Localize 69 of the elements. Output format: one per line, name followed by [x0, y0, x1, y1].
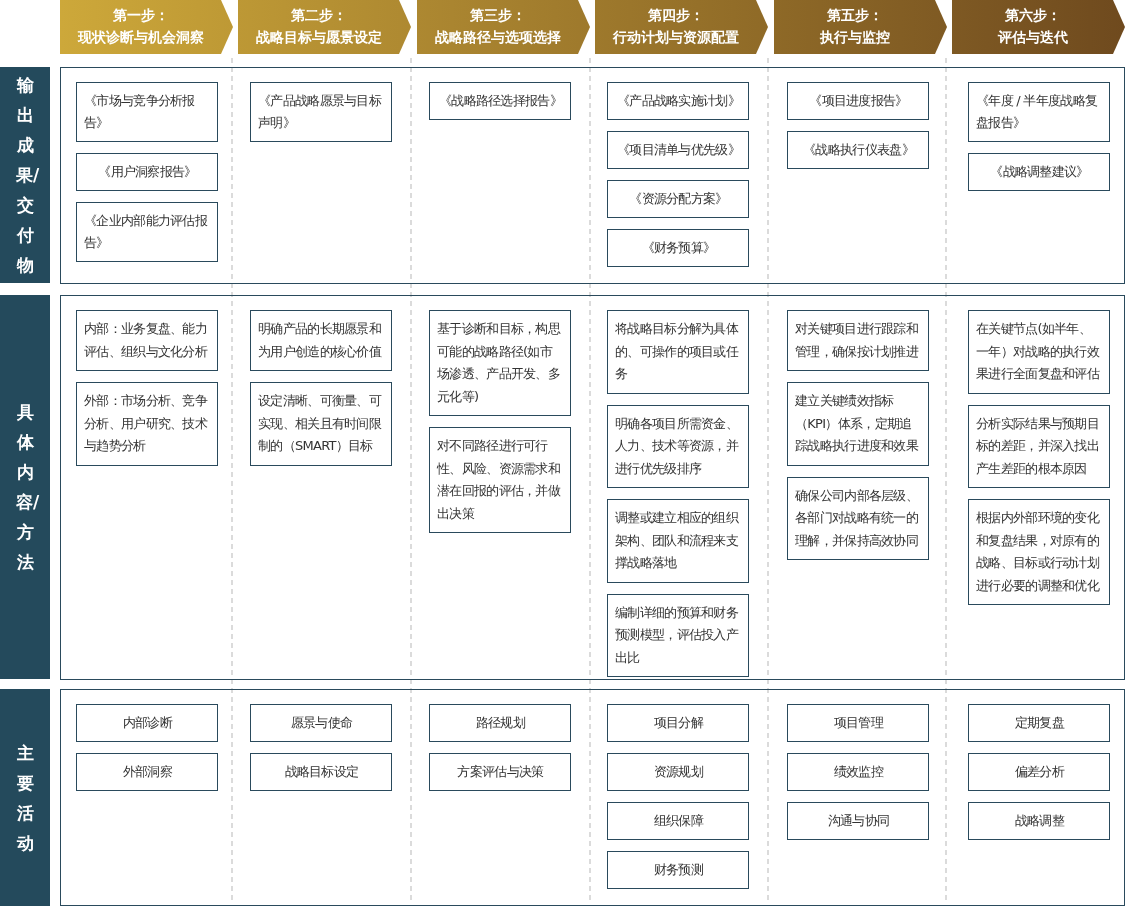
activity-box: 财务预测 — [607, 851, 749, 889]
deliverable-box: 《用户洞察报告》 — [76, 153, 218, 191]
step-title: 现状诊断与机会洞察 — [76, 28, 205, 46]
method-box: 内部：业务复盘、能力评估、组织与文化分析 — [76, 310, 218, 371]
deliverable-box: 《企业内部能力评估报告》 — [76, 202, 218, 262]
deliverable-box: 《战略执行仪表盘》 — [787, 131, 929, 169]
row-panel — [60, 689, 1125, 906]
row-label: 具体内容/方法 — [0, 295, 50, 679]
activity-box: 项目管理 — [787, 704, 929, 742]
step-header — [774, 0, 947, 54]
step-number: 第五步： — [825, 6, 884, 24]
activity-box: 定期复盘 — [968, 704, 1110, 742]
method-box: 对不同路径进行可行性、风险、资源需求和潜在回报的评估，并做出决策 — [429, 427, 571, 533]
row-label: 输出成果/交付物 — [0, 67, 50, 283]
deliverable-box: 《战略调整建议》 — [968, 153, 1110, 191]
deliverable-box: 《项目清单与优先级》 — [607, 131, 749, 169]
activity-box: 项目分解 — [607, 704, 749, 742]
deliverable-box: 《产品战略实施计划》 — [607, 82, 749, 120]
deliverable-box: 《战略路径选择报告》 — [429, 82, 571, 120]
deliverable-box: 《市场与竞争分析报告》 — [76, 82, 218, 142]
activity-box: 沟通与协同 — [787, 802, 929, 840]
activity-box: 战略调整 — [968, 802, 1110, 840]
activity-box: 资源规划 — [607, 753, 749, 791]
step-header — [952, 0, 1125, 54]
activity-box: 偏差分析 — [968, 753, 1110, 791]
activity-box: 外部洞察 — [76, 753, 218, 791]
method-box: 设定清晰、可衡量、可实现、相关且有时间限制的（SMART）目标 — [250, 382, 392, 466]
method-box: 编制详细的预算和财务预测模型，评估投入产出比 — [607, 593, 749, 677]
step-number: 第一步： — [111, 6, 170, 24]
step-number: 第三步： — [468, 6, 527, 24]
method-box: 对关键项目进行跟踪和管理，确保按计划推进 — [787, 310, 929, 371]
deliverable-box: 《资源分配方案》 — [607, 180, 749, 218]
step-title: 行动计划与资源配置 — [611, 28, 740, 46]
activity-box: 内部诊断 — [76, 704, 218, 742]
step-title: 战略路径与选项选择 — [433, 28, 562, 46]
method-box: 确保公司内部各层级、各部门对战略有统一的理解，并保持高效协同 — [787, 476, 929, 560]
method-box: 在关键节点(如半年、一年）对战略的执行效果进行全面复盘和评估 — [968, 310, 1110, 394]
method-box: 建立关键绩效指标（KPI）体系，定期追踪战略执行进度和效果 — [787, 382, 929, 466]
step-number: 第四步： — [646, 6, 705, 24]
activity-box: 愿景与使命 — [250, 704, 392, 742]
deliverable-box: 《产品战略愿景与目标声明》 — [250, 82, 392, 142]
method-box: 明确产品的长期愿景和为用户创造的核心价值 — [250, 310, 392, 371]
step-number: 第六步： — [1003, 6, 1062, 24]
activity-box: 战略目标设定 — [250, 753, 392, 791]
deliverable-box: 《项目进度报告》 — [787, 82, 929, 120]
activity-box: 方案评估与决策 — [429, 753, 571, 791]
activity-box: 路径规划 — [429, 704, 571, 742]
row-panel — [60, 295, 1125, 680]
step-number: 第二步： — [289, 6, 348, 24]
method-box: 分析实际结果与预期目标的差距，并深入找出产生差距的根本原因 — [968, 404, 1110, 488]
step-title: 战略目标与愿景设定 — [254, 28, 383, 46]
method-box: 根据内外部环境的变化和复盘结果，对原有的战略、目标或行动计划进行必要的调整和优化 — [968, 499, 1110, 605]
deliverable-box: 《年度 / 半年度战略复盘报告》 — [968, 82, 1110, 142]
row-label: 主要活动 — [0, 689, 50, 906]
method-box: 将战略目标分解为具体的、可操作的项目或任务 — [607, 310, 749, 394]
method-box: 基于诊断和目标，构思可能的战略路径(如市场渗透、产品开发、多元化等) — [429, 310, 571, 416]
step-header — [238, 0, 411, 54]
step-header — [417, 0, 590, 54]
method-box: 明确各项目所需资金、人力、技术等资源，并进行优先级排序 — [607, 404, 749, 488]
deliverable-box: 《财务预算》 — [607, 229, 749, 267]
activity-box: 组织保障 — [607, 802, 749, 840]
step-title: 执行与监控 — [818, 28, 891, 46]
activity-box: 绩效监控 — [787, 753, 929, 791]
method-box: 调整或建立相应的组织架构、团队和流程来支撑战略落地 — [607, 499, 749, 583]
step-header — [595, 0, 768, 54]
method-box: 外部：市场分析、竞争分析、用户研究、技术与趋势分析 — [76, 382, 218, 466]
step-header — [60, 0, 233, 54]
row-panel — [60, 67, 1125, 284]
step-title: 评估与迭代 — [996, 28, 1069, 46]
